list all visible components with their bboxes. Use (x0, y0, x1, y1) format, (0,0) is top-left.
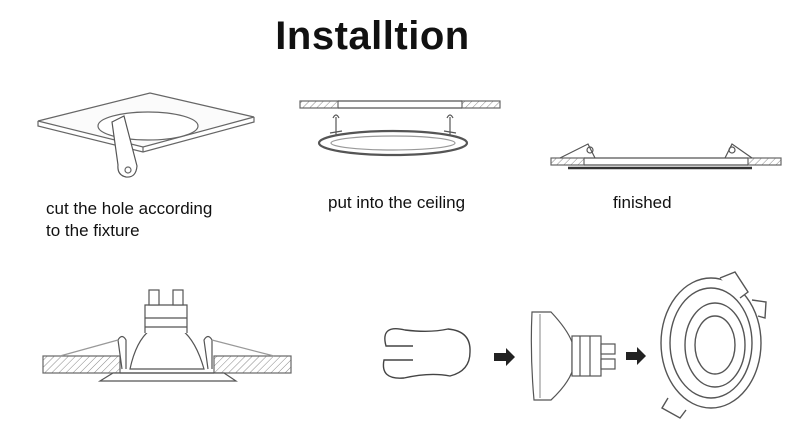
step-1-caption-line-1: cut the hole according (46, 199, 213, 218)
step-1-caption: cut the hole according to the fixture (46, 198, 266, 242)
arrow-icon (494, 348, 515, 366)
step-3-caption: finished (613, 193, 672, 212)
step-2-caption: put into the ceiling (328, 193, 466, 212)
step-2-ceiling-illustration (299, 100, 501, 157)
arrow-icon (626, 347, 646, 365)
step-1-cut-hole-illustration (37, 92, 255, 178)
page-title: Installtion (275, 14, 470, 58)
gu10-bulb-illustration (530, 311, 616, 401)
cross-section-illustration (42, 289, 292, 382)
step-3-finished-illustration (550, 143, 782, 170)
step-1-caption-line-2: to the fixture (46, 221, 140, 240)
spring-clip-illustration (382, 328, 471, 379)
round-fixture-illustration (660, 271, 767, 419)
